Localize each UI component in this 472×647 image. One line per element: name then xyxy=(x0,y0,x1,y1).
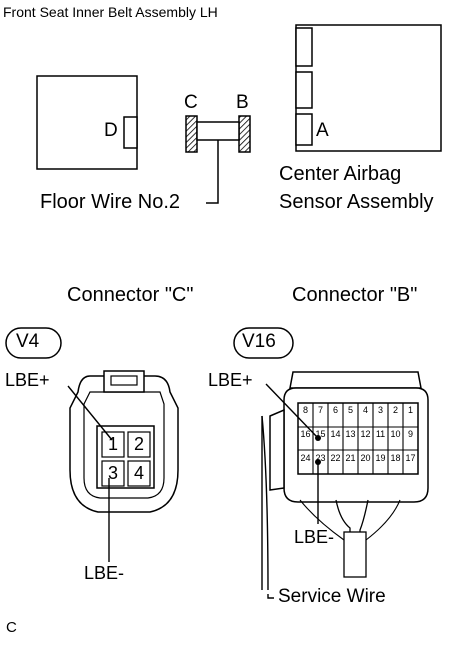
floor-wire-label: Floor Wire No.2 xyxy=(40,191,181,213)
v4-code: V4 xyxy=(16,331,40,352)
v16-code-badge xyxy=(233,327,294,359)
v16-pin: 11 xyxy=(375,429,386,439)
v16-pin: 6 xyxy=(332,405,338,415)
sensor-label-line2: Sensor Assembly xyxy=(279,191,434,213)
sensor-connector-upper xyxy=(295,27,313,67)
plug-c xyxy=(185,115,198,153)
v16-side-tab xyxy=(269,408,285,491)
v16-pin: 3 xyxy=(377,405,383,415)
airbag-sensor-box xyxy=(295,24,442,152)
floor-wire-bar xyxy=(196,121,240,141)
v16-pin: 23 xyxy=(315,453,326,463)
footer-code: C xyxy=(6,619,17,636)
v16-pin: 20 xyxy=(360,453,371,463)
v4-pin-2: 2 xyxy=(134,434,145,454)
sensor-connector-a xyxy=(295,113,313,146)
v16-pin-row-3: 24 23 22 21 20 19 18 17 xyxy=(298,453,418,463)
v16-pin-16-dot xyxy=(315,435,321,441)
v16-lbe-plus-leader xyxy=(265,383,319,439)
v4-code-badge xyxy=(5,327,62,359)
v16-pin: 17 xyxy=(405,453,416,463)
diagram-title: Front Seat Inner Belt Assembly LH xyxy=(3,4,218,20)
v16-pin: 1 xyxy=(407,405,413,415)
belt-connector-d xyxy=(123,116,138,149)
pin-b-label: B xyxy=(236,92,249,113)
v16-pin: 21 xyxy=(345,453,356,463)
pin-c-label: C xyxy=(184,92,198,113)
v16-pin-24-dot xyxy=(315,459,321,465)
v16-pin: 15 xyxy=(315,429,326,439)
v16-pin: 24 xyxy=(300,453,311,463)
v4-pin-4: 4 xyxy=(134,463,145,483)
v4-lbe-plus-leader xyxy=(67,385,113,441)
connector-b-heading: Connector "B" xyxy=(292,284,418,306)
v4-lbe-plus-label: LBE+ xyxy=(5,370,50,390)
v4-pin-3: 3 xyxy=(108,463,119,483)
service-wire-loop xyxy=(261,415,269,591)
v16-pin: 9 xyxy=(407,429,413,439)
belt-connector-letter: D xyxy=(104,120,118,141)
v16-pin: 7 xyxy=(317,405,323,415)
connector-c-heading: Connector "C" xyxy=(67,284,194,306)
v4-lbe-minus-label: LBE- xyxy=(84,563,125,583)
v4-pin-1: 1 xyxy=(108,434,119,454)
v16-code: V16 xyxy=(242,331,276,352)
v16-pin: 22 xyxy=(330,453,341,463)
v16-pin: 13 xyxy=(345,429,356,439)
v16-pin: 18 xyxy=(390,453,401,463)
v16-wire-sleeve xyxy=(343,531,367,578)
sensor-label-line1: Center Airbag xyxy=(279,163,402,185)
sensor-connector-middle xyxy=(295,71,313,109)
v16-latch xyxy=(289,371,422,389)
v16-pin: 16 xyxy=(300,429,311,439)
v16-pin-row-1: 8 7 6 5 4 3 2 1 xyxy=(298,405,418,415)
v16-pin: 12 xyxy=(360,429,371,439)
v16-pin: 8 xyxy=(302,405,308,415)
v16-lbe-minus-label: LBE- xyxy=(294,527,335,547)
v16-wire-bundle xyxy=(335,499,369,545)
v16-pin: 2 xyxy=(392,405,398,415)
plug-b xyxy=(238,115,251,153)
v4-inner-outline xyxy=(83,391,165,499)
service-wire-label: Service Wire xyxy=(278,586,386,607)
sensor-connector-letter: A xyxy=(316,120,329,141)
v16-pin: 10 xyxy=(390,429,401,439)
floor-wire-leader xyxy=(206,140,219,204)
belt-assembly-box xyxy=(36,75,138,170)
v16-pin-row-2: 16 15 14 13 12 11 10 9 xyxy=(298,429,418,439)
v16-pin: 4 xyxy=(362,405,368,415)
v16-pin: 14 xyxy=(330,429,341,439)
v16-lbe-plus-label: LBE+ xyxy=(208,370,253,390)
v16-pin: 19 xyxy=(375,453,386,463)
v16-pin: 5 xyxy=(347,405,353,415)
